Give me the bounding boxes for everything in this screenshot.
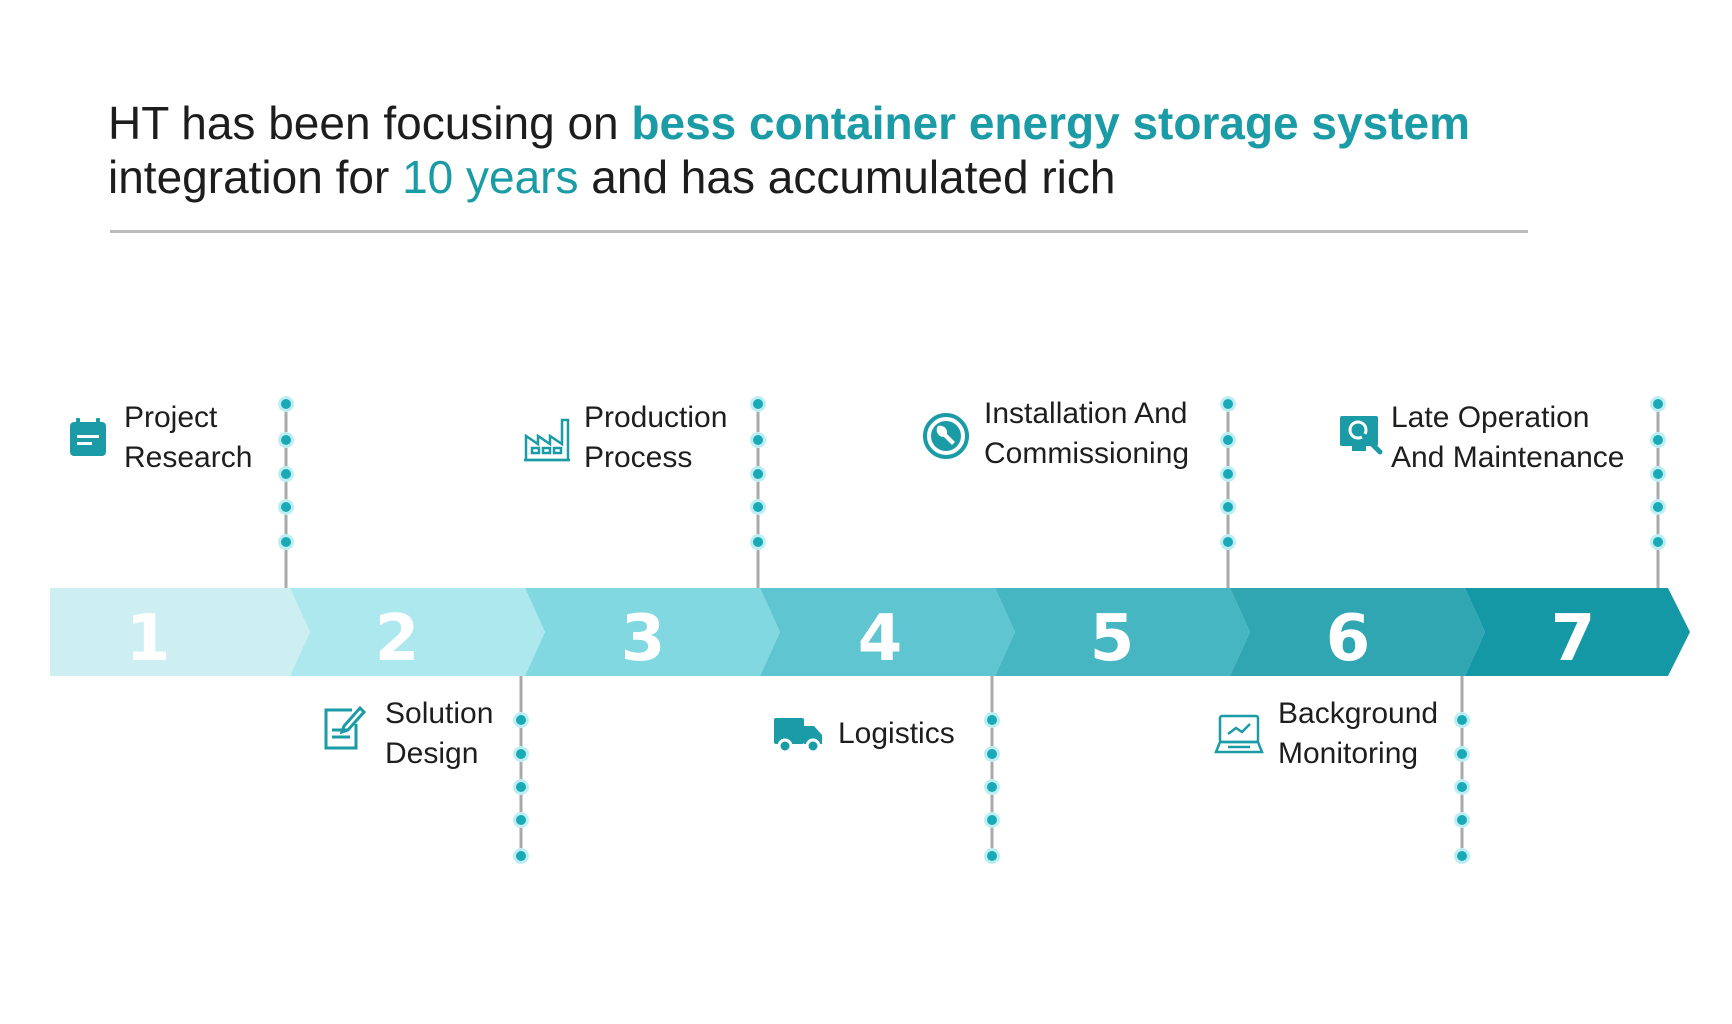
connector-dot <box>1653 399 1663 409</box>
connector-dot <box>1223 469 1233 479</box>
connector-dot <box>753 435 763 445</box>
headline-line2-prefix: integration for <box>108 151 403 203</box>
headline-prefix: HT has been focusing on <box>108 97 632 149</box>
connector-dot <box>1223 435 1233 445</box>
headline-line-1: HT has been focusing on bess container e… <box>108 96 1588 150</box>
step-number-5: 5 <box>1090 602 1135 676</box>
connector-dot <box>1223 537 1233 547</box>
step-6-line-1: Background <box>1278 697 1439 730</box>
step-number-3: 3 <box>621 602 666 676</box>
connector-dot <box>753 502 763 512</box>
truck-icon <box>774 718 822 754</box>
step-number-7: 7 <box>1551 602 1596 676</box>
step-6-line-2: Monitoring <box>1278 737 1419 770</box>
step-1-line-2: Research <box>124 441 253 474</box>
connector-dot <box>1653 537 1663 547</box>
connector-dot <box>753 469 763 479</box>
connector-dot <box>281 537 291 547</box>
headline-years: 10 years <box>402 151 579 203</box>
step-2-line-1: Solution <box>385 697 494 730</box>
connector-dot <box>987 749 997 759</box>
segment-7 <box>1465 588 1690 676</box>
search-screen-icon <box>1340 416 1383 455</box>
connector-dot <box>1457 749 1467 759</box>
monitor-icon <box>1214 714 1264 754</box>
step-numbers: 1 2 3 4 5 6 7 <box>126 602 1596 676</box>
step-2-line-2: Design <box>385 737 479 770</box>
step-1-line-1: Project <box>124 401 218 434</box>
factory-icon <box>524 418 570 462</box>
segment-3 <box>525 588 780 676</box>
calendar-icon <box>70 418 106 456</box>
connector-dot <box>516 782 526 792</box>
connector-dot <box>1457 851 1467 861</box>
segment-2 <box>290 588 545 676</box>
connector-dot <box>1457 782 1467 792</box>
connector-dot <box>987 815 997 825</box>
step-3-line-1: Production <box>584 401 728 434</box>
step-number-4: 4 <box>858 602 903 676</box>
wrench-icon <box>923 413 969 459</box>
connector-dot <box>1457 715 1467 725</box>
connector-dot <box>1653 469 1663 479</box>
step-number-2: 2 <box>375 602 420 676</box>
connector-dot <box>753 399 763 409</box>
step-label-7: Late Operation And Maintenance <box>1391 398 1625 478</box>
divider-line <box>110 230 1528 233</box>
connector-dot <box>516 851 526 861</box>
step-label-6: Background Monitoring <box>1278 694 1438 774</box>
headline: HT has been focusing on bess container e… <box>108 96 1588 204</box>
connector-dot <box>281 399 291 409</box>
connector-dot <box>281 469 291 479</box>
connector-dot <box>987 715 997 725</box>
connector-dot <box>516 749 526 759</box>
headline-line2-suffix: and has accumulated rich <box>578 151 1116 203</box>
headline-line-2: integration for 10 years and has accumul… <box>108 150 1588 204</box>
arrow-band <box>50 588 1690 676</box>
connector-dot <box>987 782 997 792</box>
connector-dot <box>1223 399 1233 409</box>
step-5-line-2: Commissioning <box>984 437 1190 470</box>
step-7-line-2: And Maintenance <box>1391 441 1625 474</box>
step-4-line-1: Logistics <box>838 717 955 750</box>
connector-dot <box>1457 815 1467 825</box>
connector-dot <box>281 435 291 445</box>
step-label-5: Installation And Commissioning <box>984 394 1189 474</box>
step-label-3: Production Process <box>584 398 727 478</box>
segment-6 <box>1230 588 1485 676</box>
connector-dot <box>281 502 291 512</box>
step-label-2: Solution Design <box>385 694 493 774</box>
segment-5 <box>995 588 1250 676</box>
connector-dot <box>987 851 997 861</box>
connector-dot <box>516 815 526 825</box>
headline-highlight: bess container energy storage system <box>631 97 1470 149</box>
step-7-line-1: Late Operation <box>1391 401 1590 434</box>
connector-dot <box>1653 502 1663 512</box>
step-3-line-2: Process <box>584 441 693 474</box>
connector-dot <box>516 715 526 725</box>
connector-dot <box>1223 502 1233 512</box>
segment-1 <box>50 588 310 676</box>
step-number-6: 6 <box>1326 602 1371 676</box>
step-5-line-1: Installation And <box>984 397 1188 430</box>
connector-dot <box>1653 435 1663 445</box>
step-number-1: 1 <box>126 602 171 676</box>
segment-4 <box>760 588 1015 676</box>
connector-dot <box>753 537 763 547</box>
step-label-4: Logistics <box>838 714 955 754</box>
connectors <box>278 396 1666 864</box>
document-edit-icon <box>324 705 367 750</box>
step-label-1: Project Research <box>124 398 252 478</box>
